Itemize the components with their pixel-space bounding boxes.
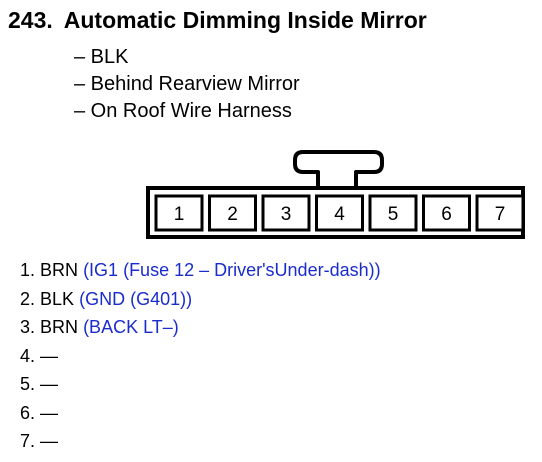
wire-color: — <box>40 431 59 451</box>
pin-number: 7 <box>495 204 506 225</box>
pin-list-item: 4. — <box>20 342 381 371</box>
pin-list-item: 5. — <box>20 370 381 399</box>
connector-harness: – On Roof Wire Harness <box>74 100 292 122</box>
wire-color: BRN <box>40 260 79 280</box>
pin-number: 3 <box>281 204 292 225</box>
pin-cell <box>368 194 418 232</box>
pin-number: 5 <box>388 204 399 225</box>
connector-title: 243. Automatic Dimming Inside Mirror <box>8 6 427 34</box>
pin-label: 2. <box>20 288 36 309</box>
circuit-description: (IG1 (Fuse 12 – Driver'sUnder-dash)) <box>83 260 381 280</box>
pin-cell <box>315 194 364 232</box>
pin-label: 4. <box>20 345 36 366</box>
wire-color: BLK <box>40 288 75 309</box>
pin-label: 1. <box>20 260 36 280</box>
pin-label: 6. <box>20 402 36 423</box>
wire-color: — <box>40 345 59 366</box>
connector-color: – BLK <box>74 46 129 68</box>
connector-number: 243. <box>8 7 53 33</box>
pin-number: 2 <box>227 204 238 225</box>
pin-list-item: 3. BRN (BACK LT–) <box>20 313 381 342</box>
pin-label: 7. <box>20 431 36 451</box>
connector-location: – Behind Rearview Mirror <box>74 73 300 95</box>
pin-cell <box>154 194 204 232</box>
pin-cell <box>208 194 257 232</box>
wire-color: — <box>40 374 59 394</box>
pin-number: 1 <box>174 204 185 225</box>
pin-cell <box>422 194 471 232</box>
pin-label: 5. <box>20 374 36 394</box>
connector-lock-tab <box>293 150 384 190</box>
pin-number: 4 <box>334 204 345 225</box>
pin-list-item: 6. — <box>20 399 381 428</box>
pin-cell <box>261 194 311 232</box>
wire-color: BRN <box>40 317 79 337</box>
pin-number: 6 <box>441 204 452 225</box>
pin-assignment-list: 1. BRN (IG1 (Fuse 12 – Driver'sUnder-das… <box>20 256 381 456</box>
pin-list-item: 1. BRN (IG1 (Fuse 12 – Driver'sUnder-das… <box>20 256 381 285</box>
connector-name: Automatic Dimming Inside Mirror <box>63 7 427 33</box>
circuit-description: (GND (G401)) <box>79 288 193 309</box>
pin-label: 3. <box>20 317 36 337</box>
pin-list-item: 2. BLK (GND (G401)) <box>20 285 381 314</box>
pin-list-item: 7. — <box>20 427 381 456</box>
wire-color: — <box>40 402 59 423</box>
circuit-description: (BACK LT–) <box>83 317 179 337</box>
pin-cell <box>475 194 525 232</box>
